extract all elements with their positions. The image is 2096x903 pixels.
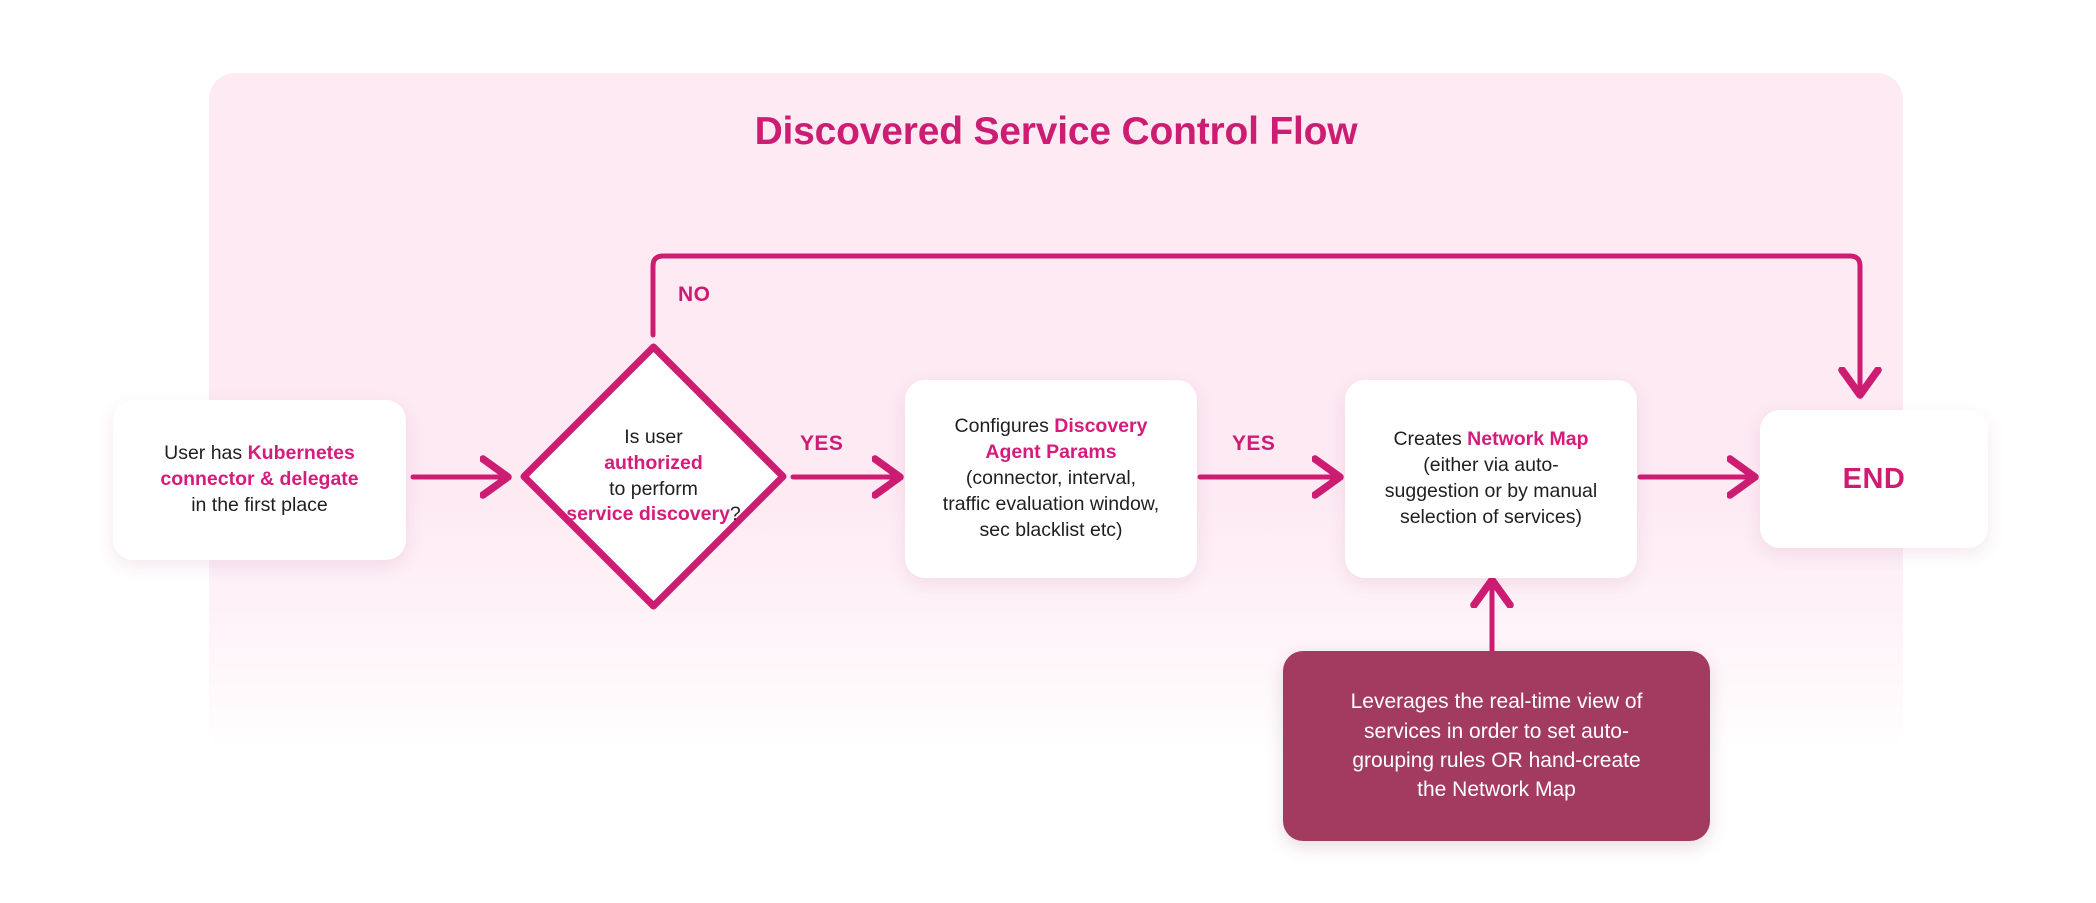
node-decision[interactable]: Is user authorized to perform service di… [517,340,790,613]
note-line4: the Network Map [1417,778,1576,802]
start-line1-plain: User has [164,442,248,465]
node-network-map[interactable]: Creates Network Map (either via auto- su… [1345,380,1637,578]
node-network-map-text: Creates Network Map (either via auto- su… [1385,427,1597,531]
edge-label-no: NO [678,283,711,306]
config-line1-highlight: Discovery [1054,415,1148,438]
edge-label-yes-config: YES [1232,432,1276,455]
config-line4-plain: traffic evaluation window, [942,492,1160,515]
map-line3-plain: suggestion or by manual [1384,480,1598,502]
start-line2-highlight: connector & delegate [160,468,359,491]
map-line1-plain: Creates [1393,428,1468,451]
node-note-text: Leverages the real-time view of services… [1351,687,1643,805]
note-line2: services in order to set auto- [1364,719,1629,743]
config-line3-plain: (connector, interval, [965,467,1137,490]
decision-line2-highlight: authorized [604,451,703,474]
node-start[interactable]: User has Kubernetes connector & delegate… [113,400,406,560]
node-end-label: END [1842,462,1906,495]
decision-line4-highlight: service discovery [566,503,730,526]
node-note-leverages[interactable]: Leverages the real-time view of services… [1283,651,1710,841]
note-line1: Leverages the real-time view of [1350,690,1643,714]
node-decision-text: Is user authorized to perform service di… [517,340,790,613]
decision-line1-plain: Is user [624,425,683,448]
decision-line3-plain: to perform [609,477,698,500]
node-start-text: User has Kubernetes connector & delegate… [160,441,358,519]
decision-line4-suffix: ? [729,503,741,526]
node-config[interactable]: Configures Discovery Agent Params (conne… [905,380,1197,578]
note-line3: grouping rules OR hand-create [1352,749,1641,772]
map-line1-highlight: Network Map [1467,428,1589,451]
node-config-text: Configures Discovery Agent Params (conne… [943,414,1159,544]
map-line2-plain: (either via auto- [1423,454,1559,477]
config-line2-highlight: Agent Params [985,441,1117,464]
page-title: Discovered Service Control Flow [754,110,1358,153]
start-line3-plain: in the first place [191,493,328,516]
edge-label-yes-decision: YES [800,432,844,455]
config-line5-plain: sec blacklist etc) [979,518,1123,541]
start-line1-highlight: Kubernetes [247,442,355,465]
config-line1-plain: Configures [954,415,1055,438]
node-end[interactable]: END [1760,410,1988,548]
decision-diamond-shape [520,343,787,610]
map-line4-plain: selection of services) [1399,505,1583,528]
